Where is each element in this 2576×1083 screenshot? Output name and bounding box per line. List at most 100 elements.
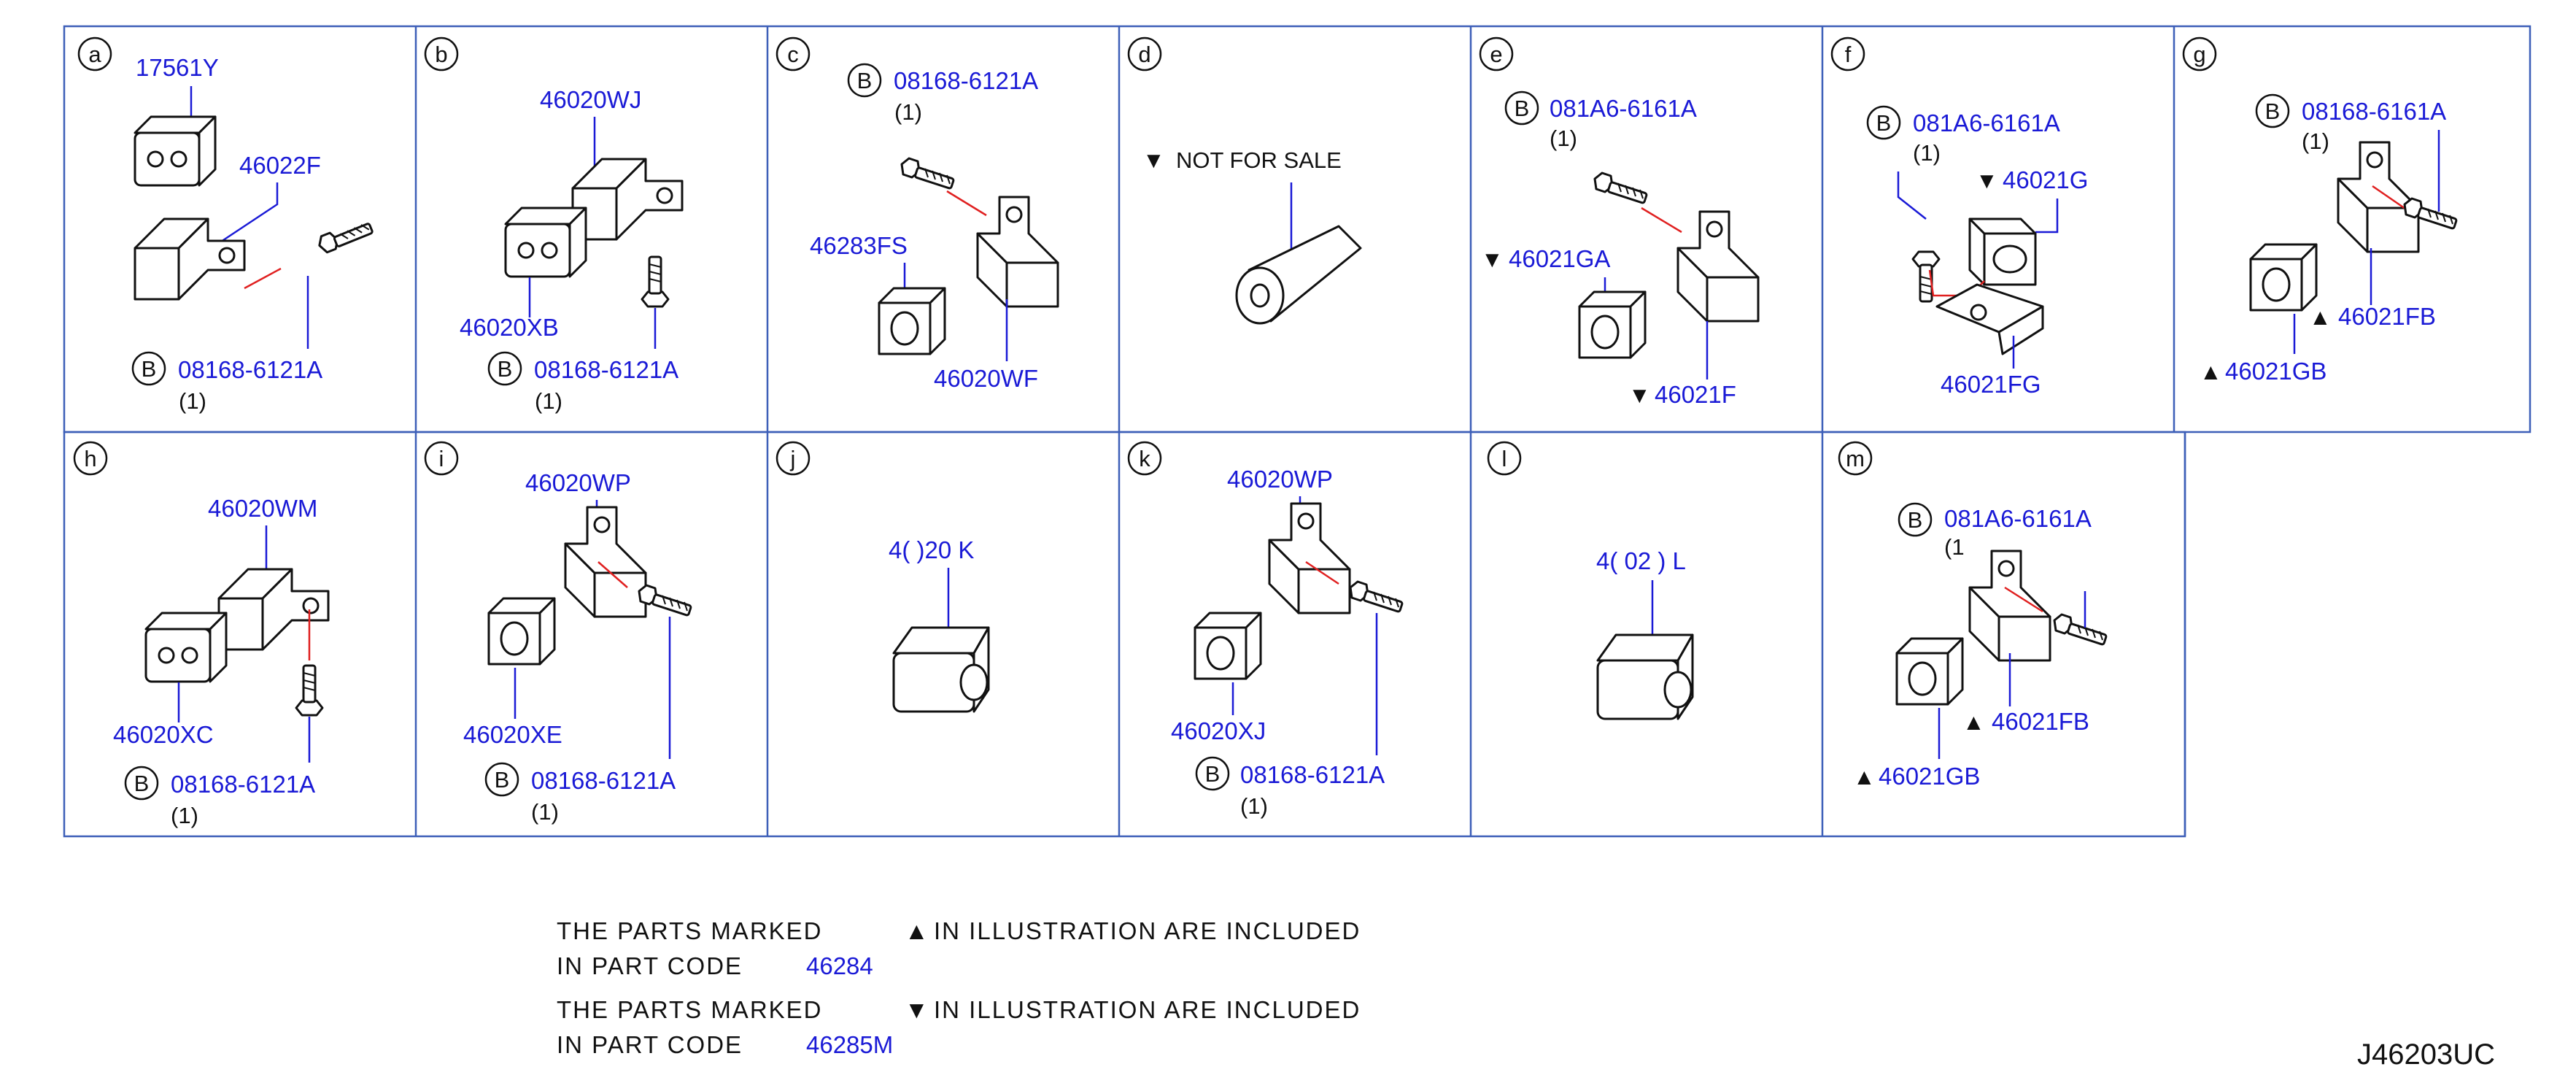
label-08168-6121a: 08168-6121A [531, 767, 676, 794]
svg-text:B: B [495, 767, 510, 793]
svg-text:(1): (1) [894, 99, 922, 125]
label-46021fb: 46021FB [2338, 303, 2436, 330]
svg-text:B: B [142, 356, 157, 382]
bolt-marker: B [1195, 756, 1230, 791]
svg-text:▲: ▲ [1853, 764, 1876, 790]
svg-text:(1): (1) [531, 799, 559, 825]
label-46021g: 46021G [2003, 166, 2088, 193]
label-46020wf: 46020WF [934, 365, 1038, 392]
panel-g: B 08168-6161A (1) ▲ 46021FB ▲ 46021GB [2200, 93, 2459, 385]
label-46020xe: 46020XE [463, 721, 562, 748]
svg-text:▲: ▲ [1962, 709, 1985, 735]
svg-text:l: l [1502, 446, 1507, 471]
panel-grid [63, 25, 2531, 838]
part-code-46284: 46284 [806, 952, 873, 979]
panel-d: ▼ NOT FOR SALE [1142, 147, 1362, 325]
panel-b: 46020WJ 46020XB B 08168-6121A (1) [460, 86, 684, 414]
panel-letters: a b c d e f g h i j k l m [73, 36, 2217, 476]
label-46283fs: 46283FS [810, 232, 908, 259]
bolt-marker: B [131, 351, 166, 386]
panel-letter-f: f [1830, 36, 1865, 72]
label-46020xc: 46020XC [113, 721, 214, 748]
svg-text:k: k [1139, 446, 1150, 471]
bolt-marker: B [1866, 105, 1901, 140]
label-4-20-k: 4( )20 K [889, 536, 974, 563]
label-081a6-6161a: 081A6-6161A [1550, 95, 1697, 122]
panel-c: B 08168-6121A (1) 46283FS 46020WF [810, 63, 1059, 392]
panel-letter-i: i [424, 441, 459, 476]
panel-h: 46020WM 46020XC B 08168-6121A (1) [113, 495, 330, 828]
panel-letter-g: g [2182, 36, 2217, 72]
panel-m: B 081A6-6161A (1 ▲ 46021FB ▲ 46021GB [1853, 502, 2108, 790]
panel-letter-b: b [424, 36, 459, 72]
label-4-02-l: 4( 02 ) L [1596, 547, 1686, 574]
svg-text:(1): (1) [1913, 140, 1941, 166]
label-46021fg: 46021FG [1941, 371, 2041, 398]
panel-l: 4( 02 ) L [1596, 547, 1694, 720]
label-08168-6121a: 08168-6121A [178, 356, 322, 383]
panel-letter-h: h [73, 441, 108, 476]
svg-text:▲: ▲ [2309, 304, 2332, 330]
panel-letter-c: c [775, 36, 811, 72]
svg-text:b: b [435, 42, 447, 67]
svg-text:THE PARTS MARKED: THE PARTS MARKED [557, 917, 823, 944]
part-code-46285m: 46285M [806, 1031, 893, 1058]
svg-text:(1): (1) [1240, 793, 1268, 819]
svg-text:i: i [439, 446, 444, 471]
label-46022f: 46022F [239, 152, 321, 179]
svg-text:(1): (1) [535, 388, 562, 414]
label-46021gb: 46021GB [1879, 763, 1980, 790]
bolt-marker: B [484, 762, 519, 797]
panel-j: 4( )20 K [889, 536, 990, 713]
label-46020wp: 46020WP [525, 469, 631, 496]
svg-text:(1): (1) [179, 388, 206, 414]
panel-letter-d: d [1127, 36, 1162, 72]
panel-letter-e: e [1479, 36, 1514, 72]
sleeve-part [1235, 225, 1362, 325]
panel-letter-m: m [1838, 441, 1873, 476]
panel-f: B 081A6-6161A (1) ▼ 46021G 46021FG [1866, 105, 2088, 398]
panel-i: 46020WP 46020XE B 08168-6121A (1) [463, 469, 693, 825]
svg-text:B: B [498, 356, 513, 382]
label-46021f: 46021F [1655, 381, 1736, 408]
svg-text:IN ILLUSTRATION ARE INCL: IN ILLUSTRATION ARE INCLUDED [934, 996, 1361, 1023]
svg-text:▼: ▼ [1628, 382, 1651, 408]
svg-text:a: a [88, 42, 101, 67]
label-46021ga: 46021GA [1509, 245, 1610, 272]
svg-text:h: h [84, 446, 96, 471]
bolt-marker: B [1898, 502, 1933, 537]
note-46285m: THE PARTS MARKED ▼ IN ILLUSTRATION ARE I… [557, 996, 1361, 1058]
note-46284: THE PARTS MARKED ▲ IN ILLUSTRATION ARE I… [557, 917, 1359, 979]
svg-text:▼: ▼ [1976, 168, 1998, 193]
panel-e: B 081A6-6161A (1) ▼ 46021GA ▼ 46021F [1481, 90, 1760, 408]
svg-text:(1: (1 [1944, 534, 1965, 560]
svg-text:f: f [1845, 42, 1852, 67]
svg-text:▼: ▼ [1481, 247, 1504, 272]
not-for-sale-marker: ▼ [1142, 147, 1165, 173]
label-46020wm: 46020WM [208, 495, 317, 522]
label-46020wp: 46020WP [1227, 466, 1333, 493]
svg-text:e: e [1490, 42, 1502, 67]
svg-text:B: B [1515, 96, 1530, 121]
svg-text:B: B [857, 68, 873, 93]
label-46021gb: 46021GB [2225, 358, 2326, 385]
panel-letter-l: l [1487, 441, 1522, 476]
svg-text:(1): (1) [171, 803, 198, 828]
svg-text:B: B [1205, 761, 1221, 787]
svg-text:THE PARTS MARKED: THE PARTS MARKED [557, 996, 823, 1023]
clip-part [1935, 283, 2044, 355]
label-08168-6121a: 08168-6121A [894, 67, 1038, 94]
panel-letter-a: a [77, 36, 112, 72]
svg-text:g: g [2193, 42, 2205, 67]
bolt-marker: B [487, 351, 522, 386]
label-08168-6121a: 08168-6121A [534, 356, 678, 383]
triangle-up-symbol: ▲ [905, 917, 930, 944]
label-08168-6121a: 08168-6121A [1240, 761, 1385, 788]
notes: THE PARTS MARKED ▲ IN ILLUSTRATION ARE I… [557, 917, 1361, 1058]
svg-text:B: B [1876, 110, 1892, 136]
svg-text:B: B [1908, 507, 1923, 533]
diagram-code: J46203UC [2357, 1038, 2495, 1071]
panel-letter-j: j [775, 441, 811, 476]
svg-text:IN PART CODE: IN PART CODE [557, 1031, 743, 1058]
bolt-marker: B [1504, 90, 1539, 126]
